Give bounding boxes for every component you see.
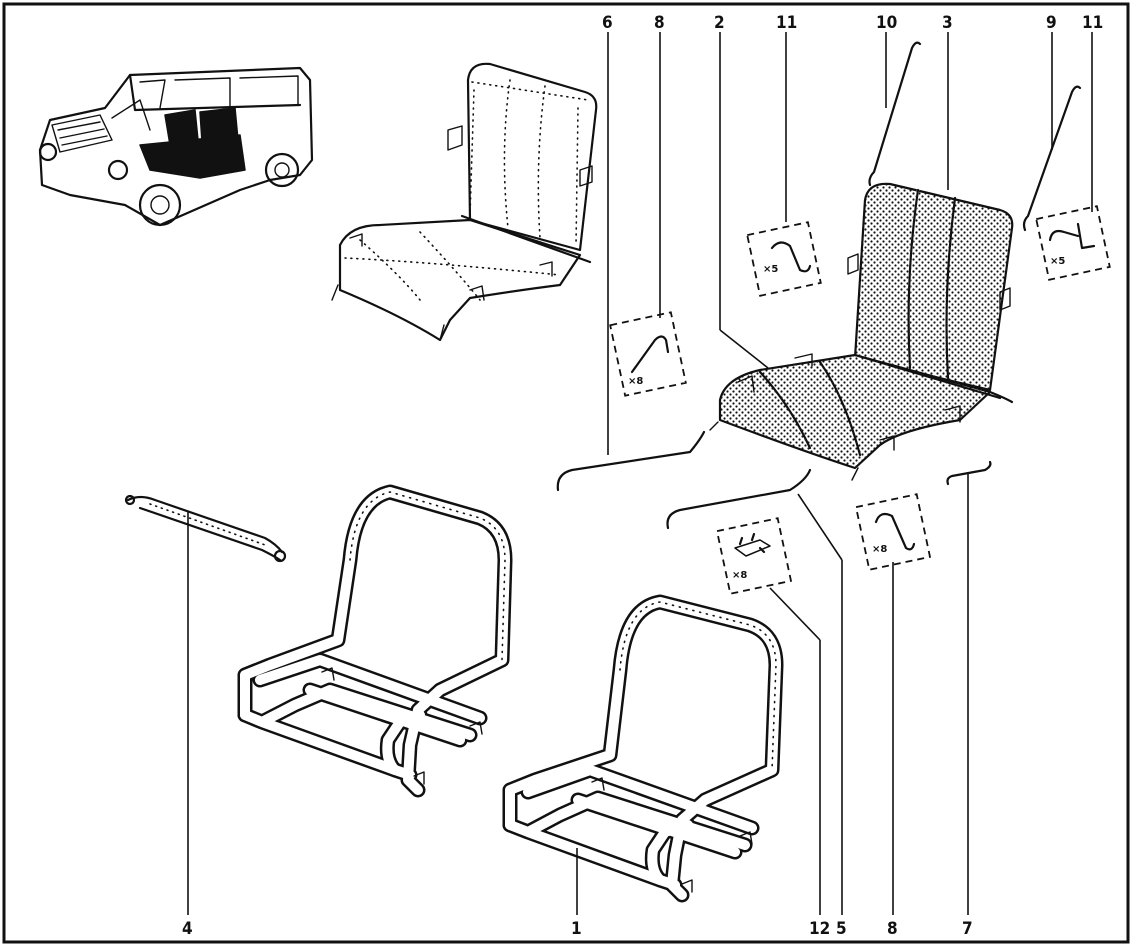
detail-box-part-11-right: ×5 (1035, 205, 1111, 281)
callout-4: 4 (182, 919, 193, 939)
callout-8-bottom: 8 (887, 919, 898, 939)
backrest-cushion (853, 182, 1014, 392)
callout-12: 12 (809, 919, 830, 939)
part-9-hook-rod (1022, 85, 1082, 232)
callout-9: 9 (1046, 13, 1057, 33)
detail-box-part-8-left: ×8 (609, 311, 687, 397)
part-4-strap (124, 494, 287, 563)
seat-base-cushion (718, 353, 992, 470)
callout-numbers: 6 8 2 11 10 3 9 11 4 1 12 5 8 7 (182, 13, 1103, 939)
detail-box-part-11-left: ×5 (746, 221, 822, 297)
callout-10: 10 (876, 13, 897, 33)
qty-label-part-11-right: ×5 (1050, 256, 1065, 267)
callout-7: 7 (962, 919, 973, 939)
callout-2: 2 (714, 13, 725, 33)
part-6-wire-rod (556, 430, 706, 492)
vehicle-locator-illustration (38, 66, 314, 227)
leader-lines (187, 32, 1093, 915)
qty-label-part-11-left: ×5 (763, 264, 778, 275)
part-10-hook-rod (868, 41, 922, 187)
callout-8-top: 8 (654, 13, 665, 33)
callout-1: 1 (571, 919, 582, 939)
detail-box-part-8-right: ×8 (854, 493, 932, 571)
callout-11-right: 11 (1082, 13, 1103, 33)
reference-seat-outline (331, 62, 598, 342)
callout-5: 5 (836, 919, 847, 939)
seat-cushion-assembly (709, 182, 1014, 481)
seat-frame-right (502, 594, 784, 903)
qty-label-part-8-left: ×8 (628, 376, 643, 387)
detail-box-part-12: ×8 (715, 517, 793, 595)
part-7-small-rod (946, 460, 992, 486)
seat-frame-left (237, 484, 513, 798)
callout-3: 3 (942, 13, 953, 33)
qty-label-part-12: ×8 (732, 570, 747, 581)
callout-11-left: 11 (776, 13, 797, 33)
part-5-wire-rod (666, 468, 812, 530)
qty-label-part-8-right: ×8 (872, 544, 887, 555)
callout-6: 6 (602, 13, 613, 33)
